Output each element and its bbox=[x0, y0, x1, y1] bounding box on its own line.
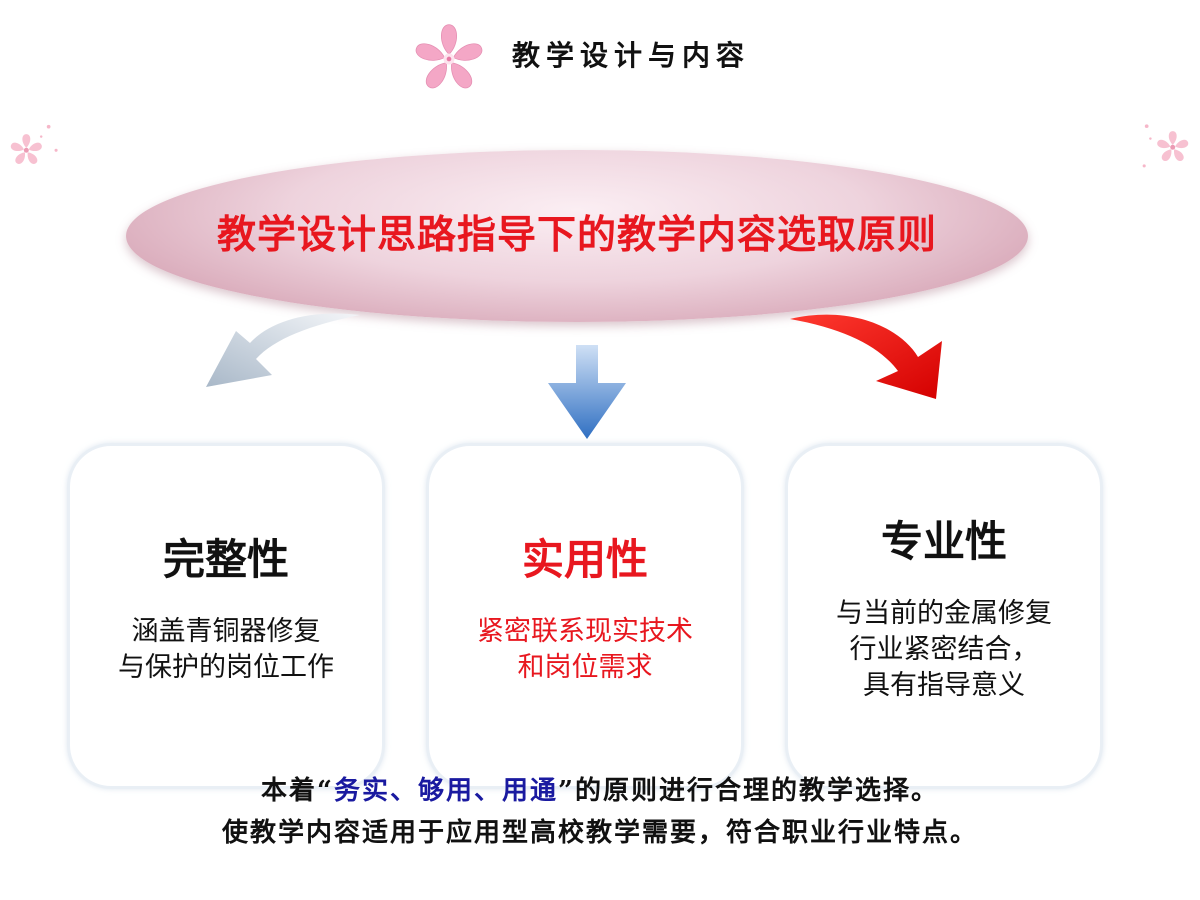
card-body: 与当前的金属修复 行业紧密结合， 具有指导意义 bbox=[788, 596, 1100, 704]
curved-arrow-left-icon bbox=[206, 313, 360, 387]
card-line: 与当前的金属修复 bbox=[836, 598, 1052, 629]
card-title: 完整性 bbox=[162, 535, 289, 584]
principle-banner bbox=[126, 150, 1028, 322]
card-professionalism: 专业性 与当前的金属修复 行业紧密结合， 具有指导意义 bbox=[785, 443, 1103, 789]
footer-line-2: 使教学内容适用于应用型高校教学需要，符合职业行业特点。 bbox=[221, 818, 978, 848]
card-title: 专业性 bbox=[880, 517, 1007, 566]
card-practicality: 实用性 紧密联系现实技术 和岗位需求 bbox=[426, 443, 744, 789]
curved-arrow-right-icon bbox=[790, 314, 942, 399]
arrows-layer bbox=[206, 313, 942, 439]
cherry-blossom-icon bbox=[1142, 124, 1189, 168]
footer-prefix: 本着“ bbox=[261, 776, 334, 806]
card-line: 紧密联系现实技术 bbox=[477, 616, 693, 647]
header-title: 教学设计与内容 bbox=[512, 39, 751, 72]
card-line: 与保护的岗位工作 bbox=[118, 652, 334, 683]
card-title: 实用性 bbox=[521, 535, 648, 584]
footer-suffix: ”的原则进行合理的教学选择。 bbox=[558, 776, 939, 806]
card-body: 涵盖青铜器修复 与保护的岗位工作 bbox=[70, 614, 382, 686]
card-line: 涵盖青铜器修复 bbox=[131, 616, 321, 647]
footer-line-1: 本着“务实、够用、用通”的原则进行合理的教学选择。 bbox=[60, 770, 1140, 807]
arrow-down-icon bbox=[548, 345, 626, 439]
card-body: 紧密联系现实技术 和岗位需求 bbox=[429, 614, 741, 686]
cherry-blossom-icon bbox=[415, 24, 483, 89]
cherry-blossom-icon bbox=[10, 124, 58, 164]
card-line: 行业紧密结合， bbox=[849, 634, 1039, 665]
card-line: 和岗位需求 bbox=[517, 652, 653, 683]
footer-highlight: 务实、够用、用通 bbox=[333, 776, 558, 806]
card-line: 具有指导意义 bbox=[863, 670, 1025, 701]
banner-title: 教学设计思路指导下的教学内容选取原则 bbox=[216, 213, 937, 258]
card-completeness: 完整性 涵盖青铜器修复 与保护的岗位工作 bbox=[67, 443, 385, 789]
